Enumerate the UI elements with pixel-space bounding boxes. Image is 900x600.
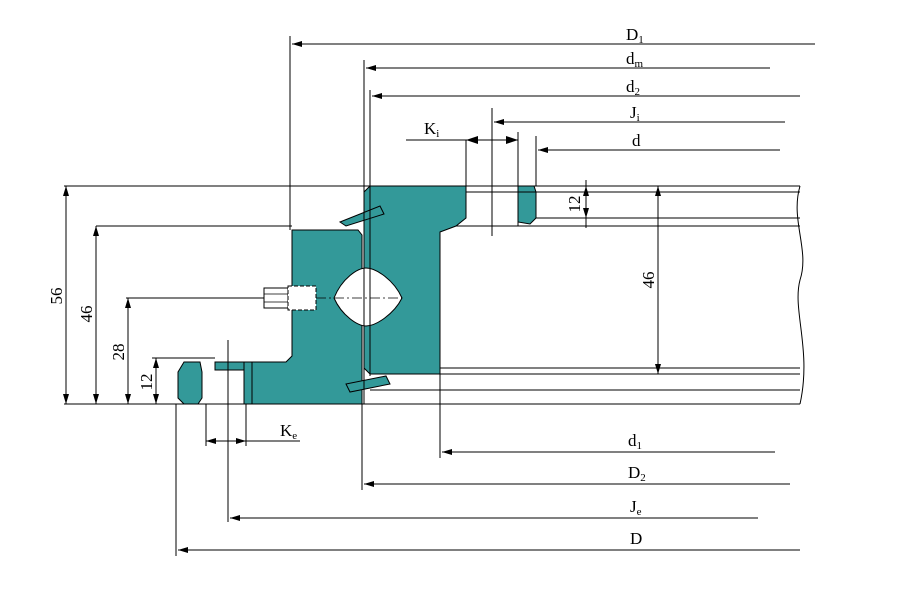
label-d: d (632, 131, 641, 150)
label-D1: D1 (626, 25, 644, 46)
dim-d (538, 147, 780, 153)
dim-Je (230, 515, 758, 521)
label-dm: dm (626, 49, 644, 70)
dim-D1 (292, 41, 815, 47)
dim-Ji (494, 119, 785, 125)
label-Je: Je (630, 497, 642, 518)
dim-Ki (406, 136, 518, 144)
dim-46-left (93, 226, 99, 404)
dim-12-right (583, 180, 589, 228)
dim-28-text: 28 (109, 344, 128, 361)
label-Ki: Ki (424, 119, 439, 140)
label-D: D (630, 529, 642, 548)
label-Ke: Ke (280, 421, 297, 442)
dim-56-text: 56 (47, 288, 66, 305)
dim-56 (63, 186, 69, 404)
label-D2: D2 (628, 463, 646, 484)
dim-dm (366, 65, 770, 71)
outer-ring-flange-right (243, 361, 253, 405)
break-line (796, 185, 805, 405)
dim-12-left (153, 358, 159, 404)
upper-seal (338, 205, 385, 227)
dim-46-left-text: 46 (77, 306, 96, 323)
lower-seal (345, 375, 391, 393)
label-Ji: Ji (630, 103, 640, 124)
label-d2: d2 (626, 77, 640, 98)
dim-d2 (372, 93, 800, 99)
dim-Ke (206, 438, 300, 444)
outer-ring-section (214, 229, 363, 405)
dim-46-right-text: 46 (639, 272, 658, 289)
outer-ring-flange-left (177, 361, 203, 405)
dim-D (178, 547, 800, 553)
grease-fitting-icon (263, 285, 334, 311)
dim-12-right-text: 12 (565, 196, 584, 213)
dim-d1 (442, 449, 775, 455)
label-d1: d1 (628, 431, 642, 452)
dim-46-right (655, 186, 661, 374)
dim-12-left-text: 12 (137, 374, 156, 391)
dim-28 (125, 298, 131, 404)
dim-D2 (364, 481, 790, 487)
